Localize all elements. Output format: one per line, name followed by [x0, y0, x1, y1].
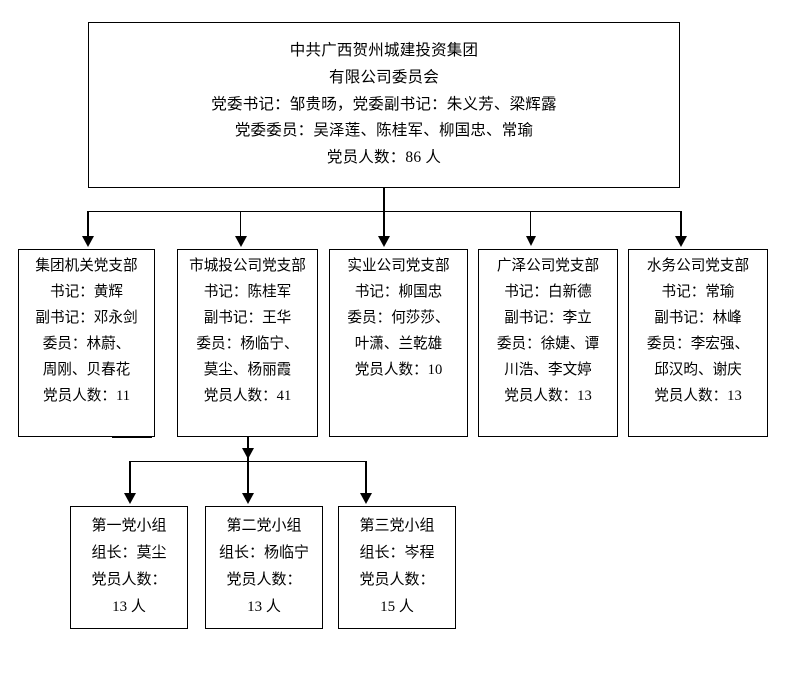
root-line-5: 党员人数：86 人: [326, 148, 442, 166]
branch-box-water-company: 水务公司党支部 书记：常瑜 副书记：林峰 委员：李宏强、 邱汉昀、谢庆 党员人数…: [628, 249, 768, 437]
group-1-line-3: 党员人数：: [91, 572, 167, 588]
branch-arrow-4-icon: [526, 236, 536, 246]
group-1-line-2: 组长：莫尘: [91, 545, 167, 561]
branch-4-line-3: 副书记：李立: [504, 309, 592, 326]
root-line-2: 有限公司委员会: [329, 69, 439, 87]
branch-3-line-2: 书记：柳国忠: [354, 283, 443, 300]
branch-2-line-1: 市城投公司党支部: [189, 258, 306, 274]
branch-arrow-5-icon: [675, 236, 687, 247]
branch-3-line-3: 委员：何莎莎、: [347, 309, 450, 326]
group-3-line-2: 组长：岑程: [359, 545, 435, 561]
branch-1-line-1: 集团机关党支部: [35, 258, 138, 274]
branch-5-line-2: 书记：常瑜: [661, 283, 735, 300]
branch-2-line-3: 副书记：王华: [203, 309, 292, 326]
group-2-line-2: 组长：杨临宁: [218, 545, 309, 561]
branch-drop-3: [383, 211, 385, 238]
branch-1-line-6: 党员人数：11: [42, 387, 131, 404]
group-box-third: 第三党小组 组长：岑程 党员人数： 15 人: [338, 506, 456, 629]
group-2-line-1: 第二党小组: [226, 518, 302, 534]
branch-box-group-organ: 集团机关党支部 书记：黄辉 副书记：邓永剑 委员：林蔚、 周刚、贝春花 党员人数…: [18, 249, 155, 437]
group-1-line-1: 第一党小组: [91, 518, 167, 534]
branch-drop-1: [87, 211, 89, 238]
branch-5-line-3: 副书记：林峰: [654, 309, 742, 326]
branch-4-line-6: 党员人数：13: [504, 387, 592, 404]
branch-2-line-4: 委员：杨临宁、: [196, 335, 299, 352]
root-line-4: 党委委员：吴泽莲、陈桂军、柳国忠、常瑜: [234, 122, 534, 140]
group-drop-2: [247, 461, 249, 495]
branch-1-line-3: 副书记：邓永剑: [35, 309, 138, 326]
group-2-line-4: 13 人: [247, 599, 281, 615]
group-arrow-3-icon: [360, 493, 372, 504]
branch-5-line-6: 党员人数：13: [654, 387, 742, 404]
branch-4-line-2: 书记：白新德: [504, 283, 592, 300]
branch-drop-4: [530, 211, 531, 238]
branch-1-line-5: 周刚、贝春花: [42, 361, 131, 378]
group-2-line-3: 党员人数：: [226, 572, 302, 588]
group-3-line-3: 党员人数：: [359, 572, 435, 588]
group-drop-3: [365, 461, 367, 495]
root-stem-connector: [383, 188, 385, 211]
root-committee-box: 中共广西贺州城建投资集团 有限公司委员会 党委书记：邹贵旸，党委副书记：朱义芳、…: [88, 22, 680, 188]
group-3-line-4: 15 人: [380, 599, 414, 615]
branch-3-line-1: 实业公司党支部: [347, 258, 450, 274]
level3-stub-connector: [112, 437, 152, 438]
branch-2-line-5: 莫尘、杨丽霞: [203, 361, 292, 378]
branch-1-line-4: 委员：林蔚、: [42, 335, 131, 352]
branch-1-line-2: 书记：黄辉: [50, 283, 123, 300]
branch-arrow-2-icon: [235, 236, 247, 247]
group-arrow-1-icon: [124, 493, 136, 504]
group-1-line-4: 13 人: [112, 599, 146, 615]
branch-box-guangze-company: 广泽公司党支部 书记：白新德 副书记：李立 委员：徐婕、谭 川浩、李文婷 党员人…: [478, 249, 618, 437]
branch-drop-5: [680, 211, 682, 238]
branch-5-line-5: 邱汉昀、谢庆: [654, 361, 742, 378]
root-line-1: 中共广西贺州城建投资集团: [289, 42, 479, 60]
branch-box-industrial-company: 实业公司党支部 书记：柳国忠 委员：何莎莎、 叶潇、兰乾雄 党员人数：10: [329, 249, 468, 437]
branch-5-line-4: 委员：李宏强、: [646, 335, 750, 352]
group-3-line-1: 第三党小组: [359, 518, 435, 534]
branch-4-line-4: 委员：徐婕、谭: [496, 335, 600, 352]
branch-2-line-2: 书记：陈桂军: [203, 283, 292, 300]
branch-5-line-1: 水务公司党支部: [646, 258, 750, 274]
branch-2-line-6: 党员人数：41: [203, 387, 292, 404]
root-line-3: 党委书记：邹贵旸，党委副书记：朱义芳、梁辉露: [211, 95, 557, 113]
branch-4-line-5: 川浩、李文婷: [504, 361, 592, 378]
group-drop-1: [129, 461, 131, 495]
branch-box-city-investment: 市城投公司党支部 书记：陈桂军 副书记：王华 委员：杨临宁、 莫尘、杨丽霞 党员…: [177, 249, 318, 437]
branch-4-line-1: 广泽公司党支部: [496, 258, 600, 274]
city-investment-stem-arrow-icon: [242, 448, 254, 459]
group-arrow-2-icon: [242, 493, 254, 504]
group-box-second: 第二党小组 组长：杨临宁 党员人数： 13 人: [205, 506, 323, 629]
branch-3-line-5: 党员人数：10: [354, 361, 443, 378]
branch-drop-2: [240, 211, 241, 238]
group-box-first: 第一党小组 组长：莫尘 党员人数： 13 人: [70, 506, 188, 629]
branch-3-line-4: 叶潇、兰乾雄: [354, 335, 443, 352]
branch-arrow-3-icon: [378, 236, 390, 247]
branch-arrow-1-icon: [82, 236, 94, 247]
